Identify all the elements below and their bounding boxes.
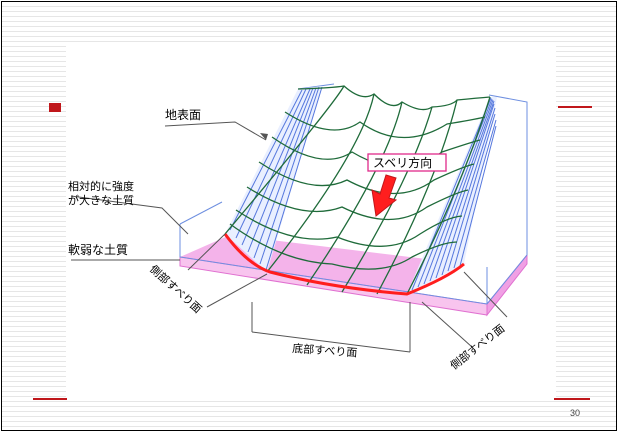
slide-direction-arrow bbox=[371, 174, 398, 217]
leader-lines bbox=[70, 121, 508, 353]
bottom-slip-label: 底部すべり面 bbox=[292, 341, 358, 360]
slide-direction-label-box bbox=[367, 153, 447, 172]
side-slip-left-label: 側部すべり面 bbox=[147, 262, 205, 316]
accent-line-right bbox=[558, 106, 592, 108]
accent-line-bottom-right bbox=[554, 398, 590, 400]
page-number: 30 bbox=[569, 408, 580, 418]
ground-surface-label: 地表面 bbox=[165, 108, 201, 122]
side-slip-right-label: 側部すべり面 bbox=[447, 321, 507, 372]
stronger-soil-label-line2: が大きな土質 bbox=[68, 193, 134, 207]
accent-line-bottom-left bbox=[33, 398, 67, 400]
weak-soil-label: 軟弱な土質 bbox=[68, 242, 128, 257]
bottom-slip-curve bbox=[223, 233, 465, 296]
left-side-slip-face bbox=[225, 86, 323, 272]
leader-arrowhead-ground bbox=[260, 133, 268, 140]
stronger-soil-label-line1: 相対的に強度 bbox=[68, 179, 134, 193]
title-bullet-marker bbox=[49, 103, 61, 112]
weak-soil-layer-side bbox=[486, 253, 528, 317]
slide-direction-label: スベリ方向 bbox=[373, 155, 432, 170]
